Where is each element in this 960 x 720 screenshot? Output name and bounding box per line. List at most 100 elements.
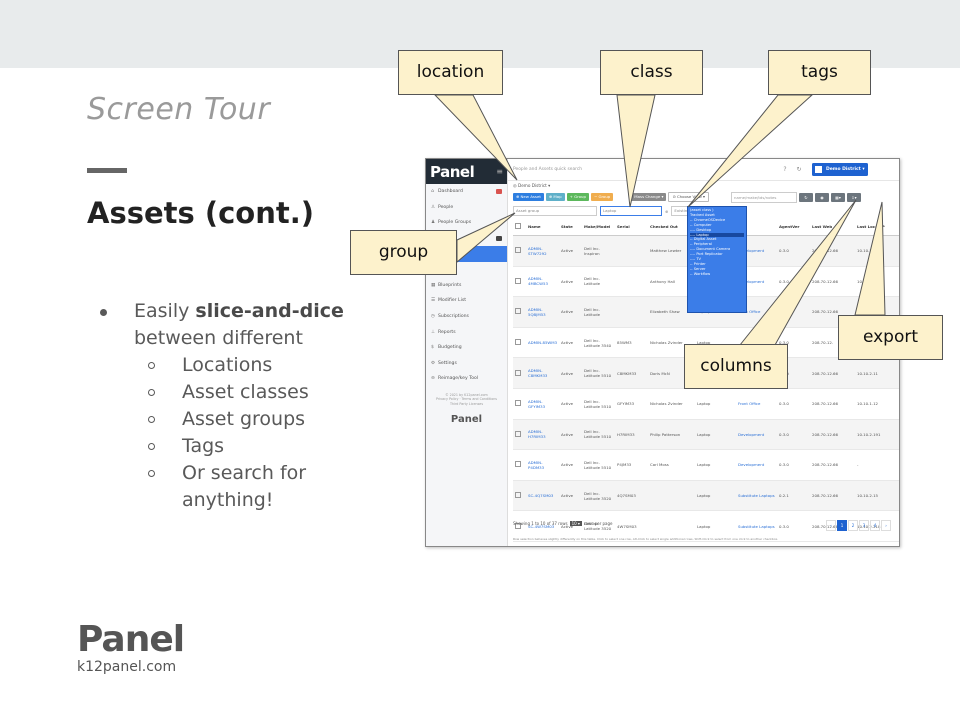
sub-bullet-text: Tags [182, 435, 225, 457]
breadcrumb[interactable]: ◎ Demo District ▾ [513, 183, 551, 188]
cell-state: Active [559, 449, 582, 481]
columns-button[interactable]: ▦▾ [830, 192, 845, 202]
column-header[interactable]: AgentVer [777, 218, 810, 236]
page-button[interactable]: 3 [859, 520, 869, 531]
sidebar-item-blueprints[interactable]: ▦Blueprints [426, 278, 507, 294]
page-button[interactable]: 2 [848, 520, 858, 531]
asset-group-select[interactable]: Asset group [513, 206, 597, 216]
row-checkbox[interactable] [513, 480, 526, 512]
per-page-select[interactable]: 10 ▾ [569, 521, 582, 526]
new-asset-button[interactable]: ⊕ New Asset [513, 193, 544, 201]
cell-make: Dell Inc. Latitude 5510 [582, 388, 615, 420]
bullet-main-text-1: Easily [134, 300, 196, 322]
legal-links[interactable]: Privacy Policy · Terms and Conditions [435, 397, 498, 402]
dropdown-option[interactable]: ---- Laptop [690, 232, 744, 238]
cell-name[interactable]: ADMIN-STW7292 [526, 235, 559, 267]
row-checkbox[interactable] [513, 357, 526, 389]
dropdown-option[interactable]: -- Computer [690, 222, 712, 227]
hamburger-icon[interactable]: ≡ [496, 167, 503, 176]
row-checkbox[interactable] [513, 327, 526, 359]
cell-name[interactable]: ADMIN-85WM3 [526, 327, 559, 359]
cell-name[interactable]: ADMIN-P4DM33 [526, 449, 559, 481]
column-header[interactable]: State [559, 218, 582, 236]
sidebar-item-people-groups[interactable]: ♟People Groups [426, 215, 507, 231]
dropdown-option[interactable]: ---- Desktop [690, 227, 712, 232]
dropdown-option[interactable]: ---- Port Replicator [690, 252, 723, 257]
sidebar-item-label: Blueprints [438, 282, 462, 288]
dropdown-option[interactable]: -- Server [690, 266, 706, 271]
select-all-checkbox[interactable] [513, 218, 526, 236]
page-button[interactable]: ‹ [826, 520, 836, 531]
refresh-table-button[interactable]: ↻ [798, 192, 813, 202]
cell-site[interactable]: Front Office [736, 388, 777, 420]
cell-name[interactable]: ADMIN-C8MKM33 [526, 357, 559, 389]
dropdown-option[interactable]: Tracked Asset [690, 212, 715, 217]
cell-site[interactable]: Substitute Laptops [736, 480, 777, 512]
dropdown-option[interactable]: -- Digital Asset [690, 237, 717, 242]
sidebar-item-dashboard[interactable]: ⌂Dashboard [426, 184, 507, 200]
asset-class-select[interactable]: Laptop [600, 206, 662, 216]
column-header[interactable]: Name [526, 218, 559, 236]
help-icon[interactable]: ? [783, 166, 787, 173]
dropdown-option[interactable]: -- ChromeOSDevice [690, 217, 726, 222]
sidebar-item-settings[interactable]: ⚙Settings [426, 356, 507, 372]
toggle-view-button[interactable]: ◉ [814, 192, 829, 202]
sidebar-item-subscriptions[interactable]: ◷Subscriptions [426, 309, 507, 325]
row-checkbox[interactable] [513, 266, 526, 298]
quick-search-input[interactable]: People and Assets quick search [513, 166, 583, 172]
cell-name[interactable]: SC-4W7SM03 [526, 510, 559, 542]
row-checkbox[interactable] [513, 296, 526, 328]
column-header[interactable]: Make/Model [582, 218, 615, 236]
cell-name[interactable]: ADMIN-4MBCW53 [526, 266, 559, 298]
dropdown-option[interactable]: (asset class ) [690, 208, 714, 212]
sidebar-item-budgeting[interactable]: $Budgeting [426, 340, 507, 356]
cell-name[interactable]: ADMIN-H7RIM33 [526, 419, 559, 451]
row-checkbox[interactable] [513, 388, 526, 420]
sidebar-item-people[interactable]: ♙People [426, 200, 507, 216]
dropdown-option[interactable]: -- Printer [690, 261, 706, 266]
dropdown-option[interactable]: -- Peripheral [690, 242, 712, 247]
sidebar-item-reports[interactable]: ⊥Reports [426, 324, 507, 340]
cell-site[interactable]: Substitute Laptops [736, 510, 777, 542]
sidebar-item-hidden[interactable] [426, 231, 507, 247]
cell-site[interactable]: Development [736, 419, 777, 451]
cell-name[interactable]: SC-4Q7SM03 [526, 480, 559, 512]
dropdown-option[interactable]: ---- Document Camera [690, 247, 731, 252]
group-button[interactable]: + Group [566, 193, 589, 201]
row-checkbox[interactable] [513, 449, 526, 481]
caret-down-icon: ▾ [860, 167, 865, 172]
district-button[interactable]: Demo District ▾ [812, 163, 868, 176]
third-party-link[interactable]: Third Party Licenses [449, 401, 484, 406]
column-header[interactable]: Serial [615, 218, 648, 236]
dropdown-option[interactable]: -- Workflow [690, 271, 711, 276]
group-remove-button[interactable]: − Group [590, 193, 614, 201]
dropdown-option[interactable]: ---- TV [690, 257, 701, 262]
bullet-list: Easily slice-and-dice between different … [100, 298, 380, 514]
choose-view-button[interactable]: ⊙ Choose View ▾ [668, 192, 709, 202]
sidebar-item-reimage-tool[interactable]: ⊖Reimage/key Tool [426, 371, 507, 387]
cell-site[interactable]: Development [736, 449, 777, 481]
column-header[interactable]: Checked Out [648, 218, 695, 236]
map-button[interactable]: ⊕ Map [545, 193, 565, 201]
bullet-main-bold: slice-and-dice [195, 300, 344, 322]
mass-change-button[interactable]: Mass Change ▾ [631, 193, 667, 201]
page-button[interactable]: 1 [837, 520, 847, 531]
page-button[interactable]: › [881, 520, 891, 531]
refresh-icon[interactable]: ↻ [796, 166, 802, 173]
row-checkbox[interactable] [513, 419, 526, 451]
sidebar-item-modifier-list[interactable]: ☰Modifier List [426, 293, 507, 309]
showing-count: Showing 1 to 10 of 37 rows [513, 521, 568, 526]
page-button[interactable]: 4 [870, 520, 880, 531]
row-checkbox[interactable] [513, 510, 526, 542]
export-button[interactable]: ⇩▾ [846, 192, 861, 202]
cell-name[interactable]: ADMIN-5QBJM53 [526, 296, 559, 328]
table-search-input[interactable]: name/make/tds/notes [730, 191, 797, 203]
row-checkbox[interactable] [513, 235, 526, 267]
cell-name[interactable]: ADMIN-GFYIM33 [526, 388, 559, 420]
